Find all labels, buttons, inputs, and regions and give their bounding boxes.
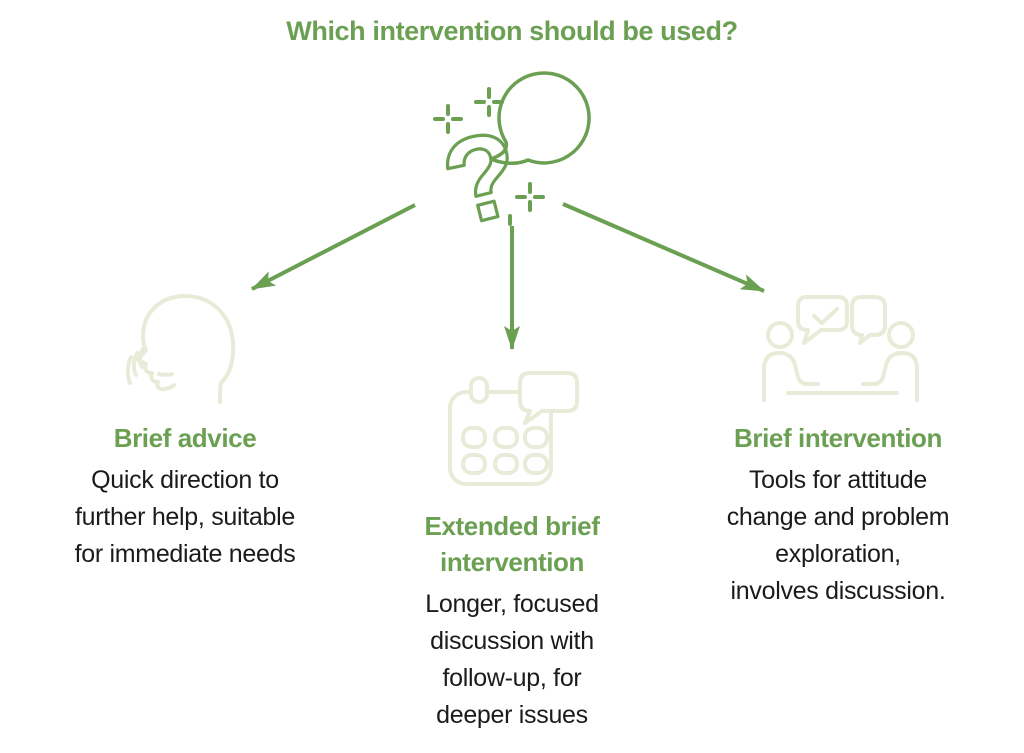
calendar-cell bbox=[523, 426, 549, 449]
option-extended-brief-intervention: Extended brief intervention Longer, focu… bbox=[383, 508, 641, 734]
person-head bbox=[887, 321, 915, 349]
reply-bubble bbox=[850, 295, 887, 345]
option-brief-advice: Brief advice Quick direction to further … bbox=[35, 420, 335, 573]
calendar-cell bbox=[493, 426, 519, 449]
calendar-body bbox=[448, 390, 553, 486]
option-heading: Brief advice bbox=[113, 423, 257, 453]
question-bubble-icon: ? bbox=[429, 71, 591, 230]
option-body: Longer, focused discussion with follow-u… bbox=[425, 590, 599, 729]
sound-wave bbox=[131, 351, 139, 377]
head-outline bbox=[136, 294, 236, 404]
calendar-ring bbox=[469, 376, 489, 404]
arrow-to-brief-intervention bbox=[562, 202, 765, 293]
sparkle-icon bbox=[515, 182, 545, 212]
option-brief-intervention: Brief intervention Tools for attitude ch… bbox=[688, 420, 988, 610]
checkmark-icon bbox=[812, 307, 839, 325]
option-heading: Extended brief intervention bbox=[424, 511, 600, 577]
discussion-people-icon bbox=[762, 295, 919, 402]
calendar-cell bbox=[461, 453, 487, 475]
calendar-cell bbox=[461, 426, 487, 449]
option-heading: Brief intervention bbox=[733, 423, 943, 453]
page-title: Which intervention should be used? bbox=[286, 16, 738, 46]
sparkle-icon bbox=[433, 104, 463, 134]
sparkle-icon bbox=[474, 87, 504, 117]
option-body: Tools for attitude change and problem ex… bbox=[726, 466, 950, 605]
person-body bbox=[861, 351, 919, 402]
sound-wave bbox=[126, 355, 133, 385]
person-head bbox=[766, 321, 794, 349]
calendar-cell bbox=[523, 453, 549, 475]
arrow-to-brief-advice bbox=[251, 203, 416, 291]
calendar-cell bbox=[493, 453, 519, 475]
speech-bubble-outline bbox=[489, 71, 591, 165]
sound-wave bbox=[137, 347, 145, 369]
option-body: Quick direction to further help, suitabl… bbox=[74, 466, 296, 568]
person-body bbox=[762, 351, 820, 402]
speaking-head-icon bbox=[126, 294, 236, 404]
calendar-chat-icon bbox=[448, 371, 579, 486]
mouth-line bbox=[157, 372, 174, 377]
calendar-bubble bbox=[518, 371, 579, 425]
